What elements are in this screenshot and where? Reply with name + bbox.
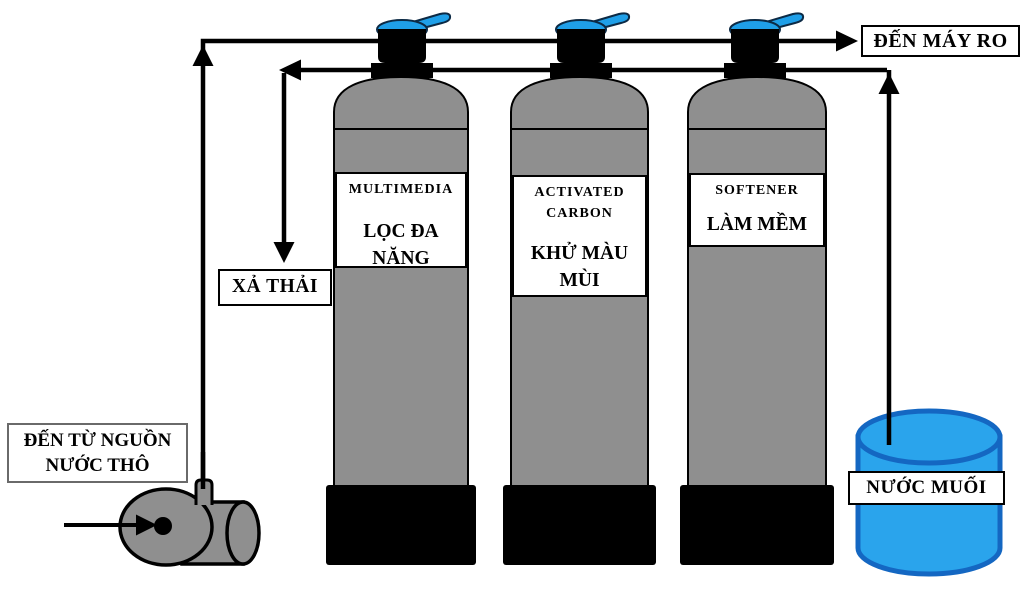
valve-multimedia (371, 12, 452, 78)
tank-name-vi: KHỬ MÀU MÙI (530, 243, 629, 291)
tank-name-en: ACTIVATED CARBON (534, 185, 625, 221)
label-brine-text: NƯỚC MUỐI (866, 477, 987, 499)
pipes (192, 30, 900, 489)
pump-motor-endcap (225, 500, 261, 566)
valve-collar (550, 63, 612, 78)
valve-cap (557, 29, 605, 63)
label-raw-source-line1: ĐẾN TỪ NGUỒN (23, 430, 172, 451)
arrow-up-brine (878, 73, 900, 94)
tank-name-vi: LỌC ĐA NĂNG (363, 221, 439, 269)
tank-base (503, 485, 656, 565)
label-drain-text: XẢ THẢI (231, 276, 319, 298)
pump-inlet-eye (154, 517, 172, 535)
tank-base (680, 485, 834, 565)
label-raw-source-box: ĐẾN TỪ NGUỒN NƯỚC THÔ (7, 423, 188, 483)
label-raw-source-line2: NƯỚC THÔ (45, 455, 150, 476)
pipe-overlays (64, 452, 206, 536)
tank-label-multimedia: MULTIMEDIA LỌC ĐA NĂNG (335, 172, 467, 269)
tank-activated-carbon (503, 75, 656, 565)
valve-activated-carbon (550, 12, 631, 78)
tank-dome (333, 75, 469, 132)
tank-name-vi: LÀM MỀM (706, 214, 808, 235)
tank-label-softener: SOFTENER LÀM MỀM (689, 173, 825, 247)
label-brine-box: NƯỚC MUỐI (848, 471, 1005, 505)
feed-pump (118, 478, 261, 567)
tank-name-en: MULTIMEDIA (348, 182, 454, 197)
tank-dome (687, 75, 827, 132)
tank-label-activated-carbon: ACTIVATED CARBON KHỬ MÀU MÙI (512, 175, 647, 297)
arrow-down-drain (273, 242, 295, 263)
tank-base (326, 485, 476, 565)
tank-multimedia (326, 75, 476, 565)
arrow-right-to-ro (836, 30, 858, 52)
arrow-left-backwash (279, 59, 301, 81)
valve-cap (378, 29, 426, 63)
tank-dome (510, 75, 649, 132)
valve-collar (724, 63, 786, 78)
valve-softener (724, 12, 805, 78)
label-to-ro-text: ĐẾN MÁY RO (873, 29, 1008, 52)
valve-collar (371, 63, 433, 78)
brine-cylinder-top (855, 408, 1003, 466)
arrow-up-left-riser (192, 45, 214, 66)
label-drain-box: XẢ THẢI (218, 269, 332, 306)
pipe-pump-to-ro (200, 38, 838, 489)
label-to-ro-box: ĐẾN MÁY RO (861, 25, 1020, 57)
arrow-right-inlet (136, 514, 157, 536)
valve-cap (731, 29, 779, 63)
tank-name-en: SOFTENER (715, 183, 799, 198)
tank-softener (680, 75, 834, 565)
